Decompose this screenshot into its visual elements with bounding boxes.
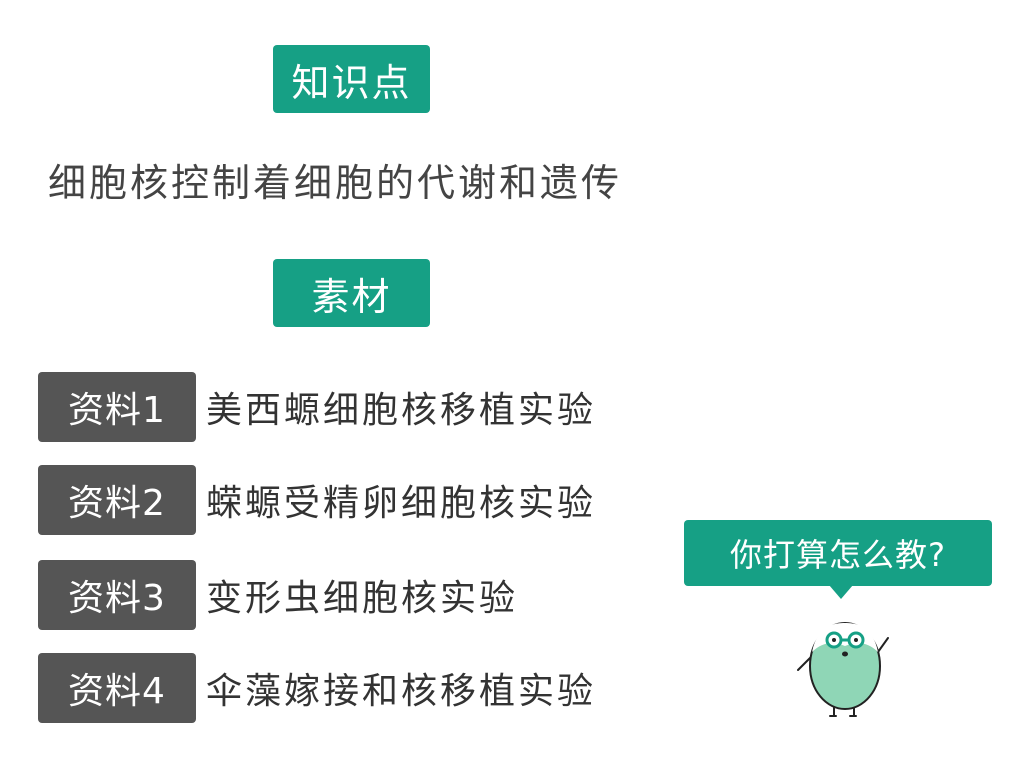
knowledge-point-text: 细胞核控制着细胞的代谢和遗传 xyxy=(48,161,623,205)
resource-title: 蝾螈受精卵细胞核实验 xyxy=(206,483,597,524)
speech-bubble: 你打算怎么教? xyxy=(684,520,992,586)
resource-item: 资料1 美西螈细胞核移植实验 xyxy=(38,372,596,442)
egg-character-with-glasses-icon xyxy=(797,622,889,717)
resource-tag: 资料4 xyxy=(38,653,196,723)
resource-tag: 资料1 xyxy=(38,372,196,442)
material-label: 素材 xyxy=(273,259,430,327)
resource-tag: 资料3 xyxy=(38,560,196,630)
resource-item: 资料3 变形虫细胞核实验 xyxy=(38,560,518,630)
resource-title: 变形虫细胞核实验 xyxy=(206,578,519,619)
speech-bubble-tail xyxy=(829,585,853,599)
resource-tag: 资料2 xyxy=(38,465,196,535)
resource-title: 美西螈细胞核移植实验 xyxy=(206,390,597,431)
resource-item: 资料2 蝾螈受精卵细胞核实验 xyxy=(38,465,596,535)
knowledge-point-label: 知识点 xyxy=(273,45,430,113)
resource-item: 资料4 伞藻嫁接和核移植实验 xyxy=(38,653,596,723)
resource-title: 伞藻嫁接和核移植实验 xyxy=(206,671,597,712)
